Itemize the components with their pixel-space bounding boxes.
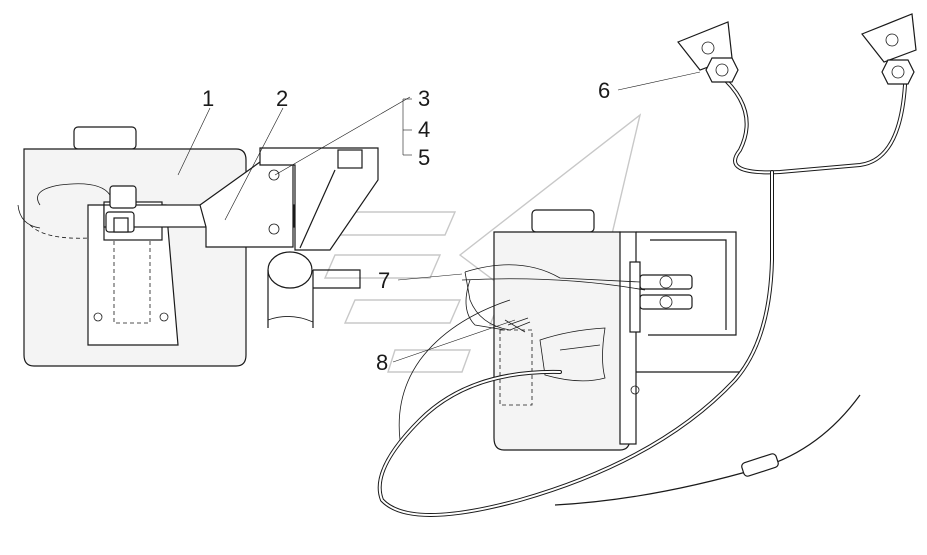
callout-7: 7 bbox=[378, 268, 390, 293]
callout-6: 6 bbox=[598, 78, 610, 103]
mounting-bracket bbox=[103, 161, 295, 248]
callout-3: 3 bbox=[418, 86, 430, 111]
right-washer-reservoir bbox=[493, 209, 740, 451]
washer-nozzles bbox=[677, 13, 917, 85]
callout-1: 1 bbox=[202, 86, 214, 111]
wiring bbox=[398, 264, 646, 441]
washer-hoses bbox=[377, 73, 907, 517]
callouts: 1 2 3 4 5 6 7 8 bbox=[202, 78, 610, 375]
callout-2: 2 bbox=[276, 86, 288, 111]
callout-5: 5 bbox=[418, 145, 430, 170]
frame-mount bbox=[259, 147, 379, 328]
leader-lines bbox=[177, 71, 701, 363]
callout-8: 8 bbox=[376, 350, 388, 375]
callout-4: 4 bbox=[418, 117, 430, 142]
